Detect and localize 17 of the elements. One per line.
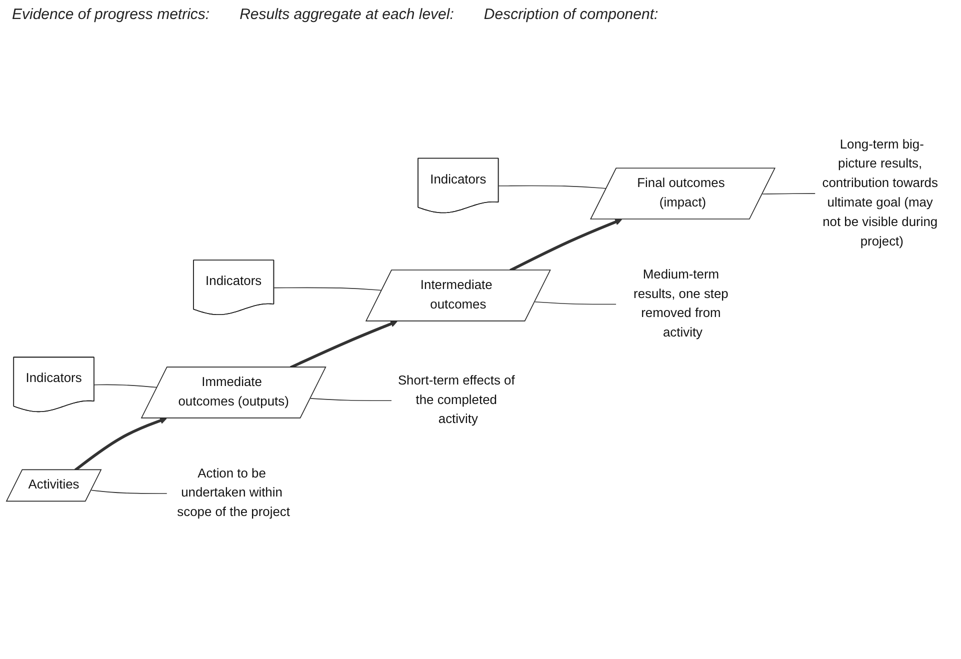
node-text: Short-term effects of the completed activity [398,374,515,426]
connector [534,301,616,305]
node-text: Action to be undertaken within scope of the project [177,466,290,520]
connector [94,384,158,388]
connector [762,193,816,194]
node-text: Medium-term results, one step removed from activity [634,268,728,340]
arrow [290,320,398,369]
row-label: Description of component: [484,6,658,23]
connector [274,287,382,291]
row-label: Evidence of progress metrics: [12,6,210,23]
connector [90,490,168,494]
connector [498,185,607,189]
arrow [510,218,622,272]
row-label: Results aggregate at each level: [240,6,454,23]
node-text: Long-term big-picture results, contribution towards ultimate goal (may not be visible during project) [822,138,938,249]
connector [310,398,392,401]
arrow [74,417,167,472]
